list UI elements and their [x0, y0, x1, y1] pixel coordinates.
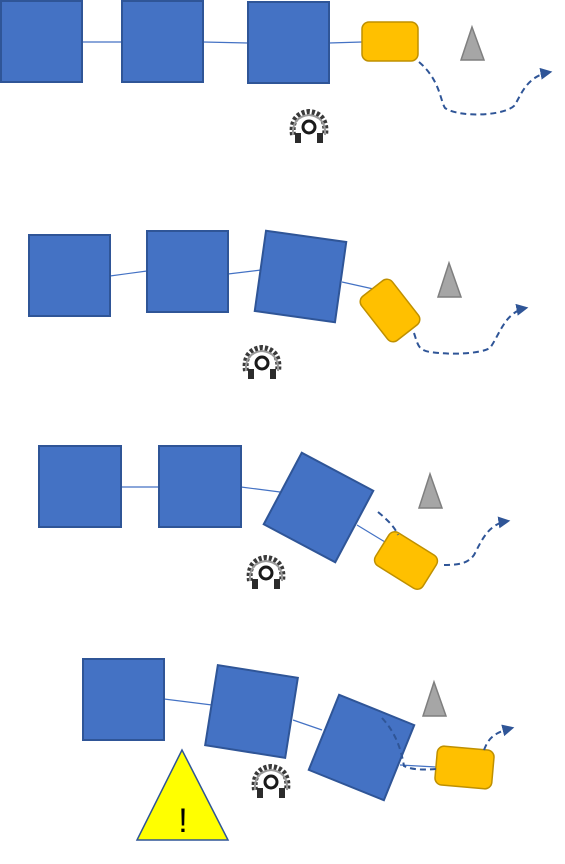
cart [359, 278, 421, 343]
cone-icon [436, 260, 463, 298]
connector [227, 269, 262, 275]
train-car [28, 234, 111, 317]
dashed-path-arrow [377, 511, 399, 536]
cone-icon [459, 24, 486, 61]
train-car [253, 229, 348, 324]
frame-1 [0, 0, 553, 143]
connector [109, 270, 148, 277]
cone-icon [421, 679, 448, 717]
dashed-path-arrow [381, 717, 437, 771]
cart [361, 21, 419, 62]
train-car [262, 451, 375, 564]
connector [328, 41, 363, 44]
person-topdown-icon [293, 112, 326, 143]
dashed-path-arrow [443, 516, 511, 566]
train-car [307, 693, 416, 802]
dashed-path-arrow [413, 303, 529, 355]
cart [373, 531, 439, 590]
frame-3 [38, 445, 511, 592]
person-topdown-icon [255, 767, 288, 798]
connector [202, 41, 249, 44]
frame-4: ! [82, 658, 515, 841]
connector [399, 764, 437, 768]
person-topdown-icon [246, 348, 279, 379]
warning-triangle-icon: ! [135, 748, 230, 841]
connector [292, 719, 323, 731]
train-car [121, 0, 204, 83]
frame-2 [28, 229, 529, 379]
train-car [204, 664, 299, 759]
train-car [247, 1, 330, 84]
cart [434, 745, 495, 790]
connector [163, 698, 213, 706]
cone-icon [417, 471, 444, 509]
warning-symbol: ! [178, 802, 187, 840]
train-car [82, 658, 165, 741]
train-car [0, 0, 83, 83]
train-car [38, 445, 122, 528]
person-topdown-icon [250, 558, 283, 589]
connector [240, 486, 281, 493]
train-car [146, 230, 229, 313]
train-car [158, 445, 242, 528]
dashed-path-arrow [418, 61, 553, 116]
dashed-path-arrow [483, 724, 515, 751]
